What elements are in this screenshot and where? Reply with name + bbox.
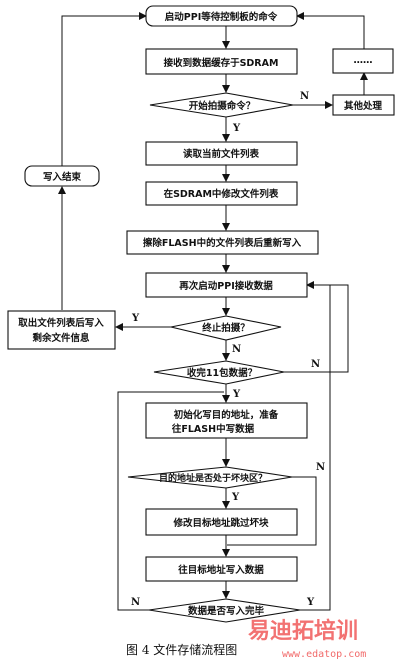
write-data-node: 往目标地址写入数据 <box>145 556 298 582</box>
svg-text:……: …… <box>354 55 373 66</box>
svg-text:启动PPI等待控制板的命令: 启动PPI等待控制板的命令 <box>165 11 278 23</box>
watermark: 易迪拓培训 www.edatop.com <box>248 618 366 660</box>
restart-ppi-node: 再次启动PPI接收数据 <box>145 272 308 298</box>
svg-text:N: N <box>131 597 140 608</box>
svg-text:擦除FLASH中的文件列表后重新写入: 擦除FLASH中的文件列表后重新写入 <box>143 237 302 249</box>
svg-text:再次启动PPI接收数据: 再次启动PPI接收数据 <box>179 280 273 292</box>
start-shoot-decision: 开始拍摄命令？ <box>149 92 294 118</box>
svg-text:Y: Y <box>232 123 241 134</box>
svg-text:数据是否写入完毕: 数据是否写入完毕 <box>187 605 265 617</box>
svg-text:往目标地址写入数据: 往目标地址写入数据 <box>178 564 264 576</box>
svg-text:N: N <box>300 91 309 102</box>
svg-text:Y: Y <box>231 492 240 503</box>
svg-text:初始化写目的地址，准备: 初始化写目的地址，准备 <box>174 409 279 421</box>
fetch-file-list-node: 取出文件列表后写入 剩余文件信息 <box>7 310 116 350</box>
receive-sdram-node: 接收到数据缓存于SDRAM <box>145 48 298 75</box>
svg-text:www.edatop.com: www.edatop.com <box>282 649 366 660</box>
write-done-decision: 数据是否写入完毕 <box>148 598 301 623</box>
modify-file-list-node: 在SDRAM中修改文件列表 <box>145 181 298 206</box>
svg-text:Y: Y <box>306 597 315 608</box>
init-address-node: 初始化写目的地址，准备 往FLASH中写数据 <box>145 402 308 439</box>
recv-11-decision: 收完11包数据？ <box>153 360 285 385</box>
svg-text:Y: Y <box>232 389 241 400</box>
other-processing-node: 其他处理 <box>332 94 395 116</box>
branch-labels: N Y Y N N Y N Y N Y <box>131 91 325 608</box>
svg-text:修改目标地址跳过坏块: 修改目标地址跳过坏块 <box>172 517 269 529</box>
end-shoot-decision: 终止拍摄？ <box>170 315 282 341</box>
svg-text:往FLASH中写数据: 往FLASH中写数据 <box>172 423 255 435</box>
erase-flash-node: 擦除FLASH中的文件列表后重新写入 <box>126 230 319 255</box>
svg-text:Y: Y <box>131 313 140 324</box>
modify-address-node: 修改目标地址跳过坏块 <box>145 508 298 536</box>
bad-block-decision: 目的地址是否处于坏块区？ <box>127 466 293 489</box>
svg-text:其他处理: 其他处理 <box>344 100 383 112</box>
svg-text:读取当前文件列表: 读取当前文件列表 <box>183 148 260 160</box>
ellipsis-node: …… <box>332 48 394 74</box>
svg-text:取出文件列表后写入: 取出文件列表后写入 <box>18 317 104 329</box>
start-node: 启动PPI等待控制板的命令 <box>145 5 298 27</box>
connectors <box>58 12 368 611</box>
svg-text:终止拍摄？: 终止拍摄？ <box>201 322 250 334</box>
figure-caption: 图 4 文件存储流程图 <box>126 642 237 657</box>
svg-text:N: N <box>316 462 325 473</box>
svg-text:开始拍摄命令？: 开始拍摄命令？ <box>189 100 256 112</box>
svg-text:剩余文件信息: 剩余文件信息 <box>32 332 90 344</box>
svg-text:在SDRAM中修改文件列表: 在SDRAM中修改文件列表 <box>164 188 279 200</box>
write-end-node: 写入结束 <box>24 165 100 187</box>
svg-text:N: N <box>232 344 241 355</box>
svg-text:目的地址是否处于坏块区？: 目的地址是否处于坏块区？ <box>159 472 267 484</box>
svg-text:接收到数据缓存于SDRAM: 接收到数据缓存于SDRAM <box>164 57 279 69</box>
svg-text:写入结束: 写入结束 <box>43 171 82 183</box>
svg-text:N: N <box>311 359 320 370</box>
read-file-list-node: 读取当前文件列表 <box>145 141 298 166</box>
svg-text:收完11包数据？: 收完11包数据？ <box>187 367 257 379</box>
svg-text:易迪拓培训: 易迪拓培训 <box>248 618 358 644</box>
